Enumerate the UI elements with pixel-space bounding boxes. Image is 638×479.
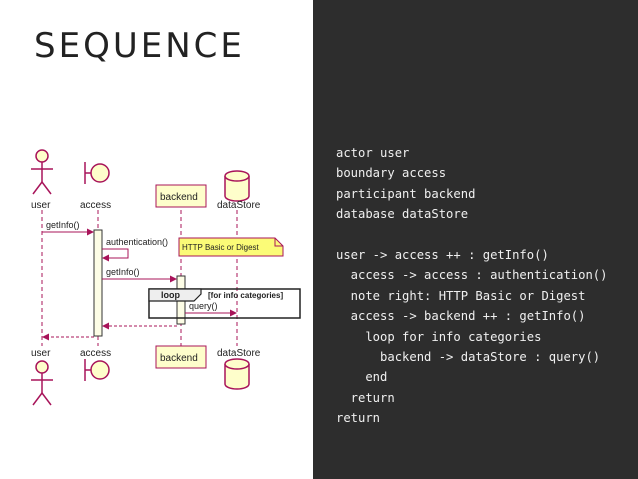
code-line: return xyxy=(336,390,395,405)
participant-label-access-bottom: access xyxy=(80,348,111,359)
code-line: user -> access ++ : getInfo() xyxy=(336,248,549,263)
code-line: access -> backend ++ : getInfo() xyxy=(336,309,586,324)
slide-title: SEQUENCE xyxy=(34,26,245,66)
participant-label-access-top: access xyxy=(80,200,111,211)
code-line: backend -> dataStore : query() xyxy=(336,350,601,365)
code-line: note right: HTTP Basic or Digest xyxy=(336,288,586,303)
code-line: boundary access xyxy=(336,166,447,181)
sequence-diagram: user access backend dataStore getInfo() … xyxy=(31,149,301,406)
message-label-authentication: authentication() xyxy=(106,237,168,247)
code-line: database dataStore xyxy=(336,207,469,222)
code-line: actor user xyxy=(336,146,410,160)
message-label-getinfo-2: getInfo() xyxy=(106,267,140,277)
activation-bar-access xyxy=(93,229,103,337)
slide-code-panel xyxy=(313,0,638,479)
code-block: actor user boundary access participant bac… xyxy=(336,143,608,429)
note-text: HTTP Basic or Digest xyxy=(182,243,260,252)
participant-label-user-top: user xyxy=(31,200,51,211)
code-line: access -> access : authentication() xyxy=(336,268,608,283)
participant-backend-top xyxy=(155,184,207,208)
loop-fragment xyxy=(148,288,301,319)
code-line: loop for info categories xyxy=(336,329,542,344)
participant-label-user-bottom: user xyxy=(31,348,51,359)
code-line: end xyxy=(336,370,388,385)
boundary-access-bottom-icon xyxy=(84,359,110,381)
actor-user-top xyxy=(31,149,53,195)
message-label-getinfo-1: getInfo() xyxy=(46,220,80,230)
loop-fragment-tab xyxy=(148,288,202,302)
code-line-blank xyxy=(336,225,608,245)
code-line: participant backend xyxy=(336,186,476,201)
participant-backend-bottom xyxy=(155,345,207,369)
loop-keyword: loop xyxy=(161,290,180,300)
database-datastore-top-icon xyxy=(224,170,250,202)
participant-label-datastore-bottom: dataStore xyxy=(217,348,261,359)
participant-label-backend-bottom: backend xyxy=(160,353,198,364)
loop-condition: [for info categories] xyxy=(208,291,283,300)
participant-label-datastore-top: dataStore xyxy=(217,200,261,211)
slide-left-panel: SEQUENCE user xyxy=(0,0,313,479)
participant-label-backend-top: backend xyxy=(160,192,198,203)
code-line: return xyxy=(336,411,381,426)
message-arrow-authentication xyxy=(102,248,129,262)
actor-user-bottom xyxy=(31,360,53,406)
database-datastore-bottom-icon xyxy=(224,358,250,390)
note-box xyxy=(178,237,284,257)
message-label-query: query() xyxy=(189,301,218,311)
boundary-access-top-icon xyxy=(84,162,110,184)
